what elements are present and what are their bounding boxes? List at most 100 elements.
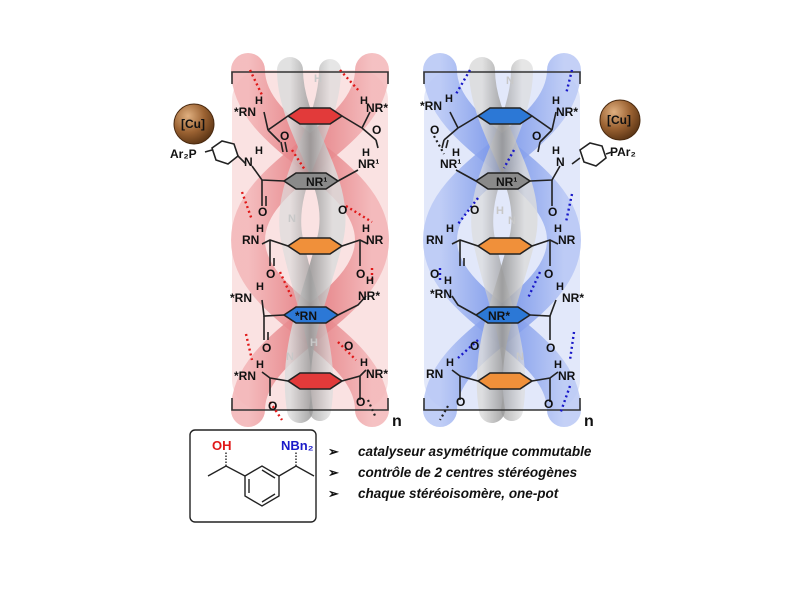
right-label-r4-center: NR* <box>488 309 510 323</box>
left-label-r1-right: NR* <box>366 101 388 115</box>
left-o-1b: O <box>372 123 381 137</box>
left-hbonds <box>240 69 374 421</box>
right-helix: n <box>420 53 641 430</box>
right-label-r2-center: NR¹ <box>496 175 517 189</box>
right-cu-ball <box>599 99 641 141</box>
right-strand-2 <box>422 53 581 427</box>
right-ghost-n-1: N <box>506 75 514 87</box>
product-bonds <box>207 452 315 503</box>
left-label-r4-left: *RN <box>230 291 252 305</box>
feature-bullets: ➢catalyseur asymétrique commutable ➢cont… <box>328 441 591 504</box>
right-backbone <box>443 111 561 396</box>
left-cu-label: [Cu] <box>181 117 205 131</box>
right-h-4b: H <box>556 281 564 293</box>
bullet-text: contrôle de 2 centres stéréogènes <box>358 465 578 480</box>
left-o-4a: O <box>262 341 271 355</box>
left-label-r5-right: NR* <box>366 367 388 381</box>
right-h-5b: H <box>554 359 562 371</box>
left-o-4b: O <box>344 339 353 353</box>
left-ring-3 <box>286 237 344 255</box>
left-ghost-h-4: H <box>310 337 318 349</box>
product-benzene <box>244 465 280 507</box>
right-hbonds-dark <box>433 135 449 421</box>
left-h-2a: H <box>255 145 263 157</box>
left-ligand-label: Ar₂P <box>170 147 197 161</box>
left-strand-1 <box>231 53 390 427</box>
left-label-r1-left: *RN <box>234 105 256 119</box>
left-label-r2-center: NR¹ <box>306 175 327 189</box>
right-h-1a: H <box>445 93 453 105</box>
right-cu-label: [Cu] <box>607 113 631 127</box>
product-nbn2-label: NBn₂ <box>281 438 314 453</box>
right-h-1b: H <box>552 95 560 107</box>
right-cu-catalyst: [Cu] PAr₂ <box>571 99 641 167</box>
right-o-1a: O <box>430 123 439 137</box>
right-ligand-label: PAr₂ <box>610 145 636 159</box>
left-o-5b: O <box>356 395 365 409</box>
right-o-3b: O <box>544 267 553 281</box>
right-strand-1 <box>423 53 582 427</box>
left-strand-2 <box>230 53 389 427</box>
left-h-3b: H <box>362 223 370 235</box>
left-backbone <box>251 111 377 396</box>
left-label-r3-right: NR <box>366 233 384 247</box>
right-p-bond <box>605 151 613 155</box>
right-ring-5 <box>476 372 534 390</box>
left-ring-1 <box>286 107 344 125</box>
arrowhead-icon: ➢ <box>328 444 339 459</box>
right-ring-3 <box>476 237 534 255</box>
right-o-4b: O <box>546 341 555 355</box>
left-p-bond <box>204 149 213 153</box>
left-helix: n <box>170 53 402 430</box>
right-label-r1-left: *RN <box>420 99 442 113</box>
left-label-r4-center: *RN <box>295 309 317 323</box>
left-label-r4-right: NR* <box>358 289 380 303</box>
left-h-4b: H <box>366 275 374 287</box>
right-h-2b: H <box>552 145 560 157</box>
left-o-5a: O <box>268 399 277 413</box>
product-structure-box: OH NBn₂ <box>189 429 317 523</box>
right-aryl-ring <box>579 142 607 167</box>
right-label-r3-left: RN <box>426 233 443 247</box>
right-bracket-top <box>423 71 581 84</box>
right-label-r1-right: NR* <box>556 105 578 119</box>
right-repeat-n: n <box>584 413 594 430</box>
left-n-2a: N <box>244 155 253 169</box>
right-o-2b: O <box>548 205 557 219</box>
left-h-3a: H <box>256 223 264 235</box>
right-label-r2-left: NR¹ <box>440 157 461 171</box>
arrowhead-icon: ➢ <box>328 465 339 480</box>
right-h-3a: H <box>446 223 454 235</box>
right-label-r3-right: NR <box>558 233 576 247</box>
left-h-4a: H <box>256 281 264 293</box>
left-o-2b: O <box>338 203 347 217</box>
bullet-text: chaque stéréoisomère, one-pot <box>358 486 559 501</box>
left-ring-5 <box>286 372 344 390</box>
right-o-3a: O <box>430 267 439 281</box>
right-h-2a: H <box>452 147 460 159</box>
left-carbonyls <box>261 139 379 400</box>
right-carbonyls <box>441 139 553 402</box>
right-h-3b: H <box>554 223 562 235</box>
left-bracket-bottom <box>231 398 389 411</box>
left-bracket-top <box>231 71 389 84</box>
right-label-r4-left: *RN <box>430 287 452 301</box>
right-n-2b: N <box>556 155 565 169</box>
right-ghost-n-2: N <box>508 215 516 227</box>
left-repeat-n: n <box>392 413 402 430</box>
right-h-5a: H <box>446 357 454 369</box>
right-label-r5-left: RN <box>426 367 443 381</box>
left-hbonds-dark <box>366 399 378 419</box>
bullet-item: ➢ contrôle de 2 centres stéréogènes <box>328 462 591 483</box>
left-ghost-n-5: N <box>286 351 294 363</box>
left-label-r5-left: *RN <box>234 369 256 383</box>
left-ghost-h-1: H <box>314 73 322 85</box>
left-o-1a: O <box>280 129 289 143</box>
arrowhead-icon: ➢ <box>328 486 339 501</box>
left-aryl-n-bond <box>237 155 247 165</box>
right-ghost-h-2: H <box>496 205 504 217</box>
right-label-r5-right: NR <box>558 369 576 383</box>
right-label-r4-right: NR* <box>562 291 584 305</box>
right-ring-1 <box>476 107 534 125</box>
product-box-frame <box>189 429 317 523</box>
